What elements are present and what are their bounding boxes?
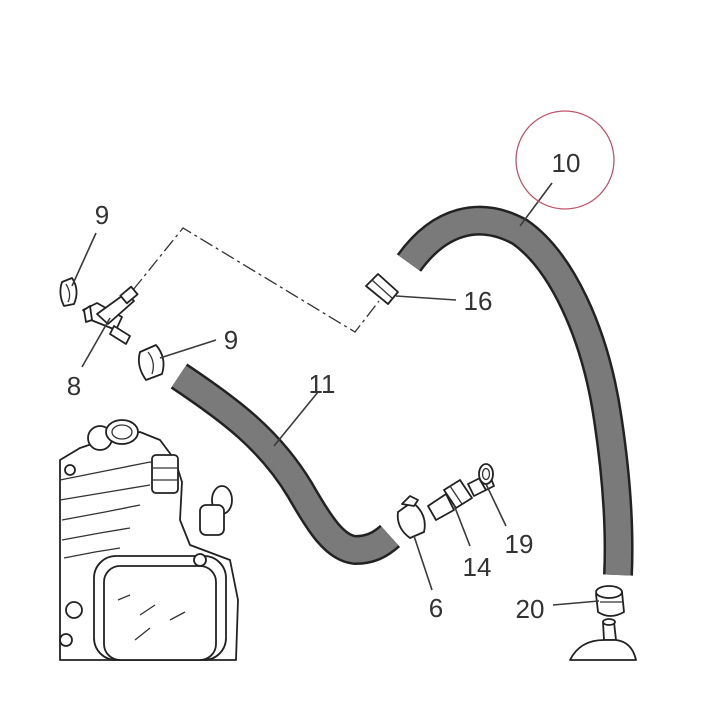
clamp-9-mid	[137, 344, 165, 381]
callout-9-mid: 9	[224, 325, 238, 355]
callout-19: 19	[505, 529, 534, 559]
callout-9-top: 9	[95, 200, 109, 230]
hose-10	[396, 205, 634, 576]
highlight-circle	[515, 110, 615, 210]
clamp-6	[396, 495, 426, 539]
fitting-16	[365, 273, 399, 305]
tank-neck	[569, 618, 637, 661]
callout-16: 16	[464, 286, 493, 316]
hose-11	[170, 363, 401, 565]
callout-11: 11	[309, 369, 336, 399]
engine-block	[59, 419, 239, 661]
fitting-20	[595, 585, 625, 617]
callout-10: 10	[552, 148, 581, 178]
routing-line	[132, 227, 380, 333]
callout-8: 8	[67, 371, 81, 401]
o-ring-19	[478, 463, 494, 485]
t-connector-8	[82, 285, 139, 345]
callout-14: 14	[463, 552, 492, 582]
callout-20: 20	[516, 594, 545, 624]
leader-lines	[71, 182, 600, 606]
callout-6: 6	[429, 593, 443, 623]
